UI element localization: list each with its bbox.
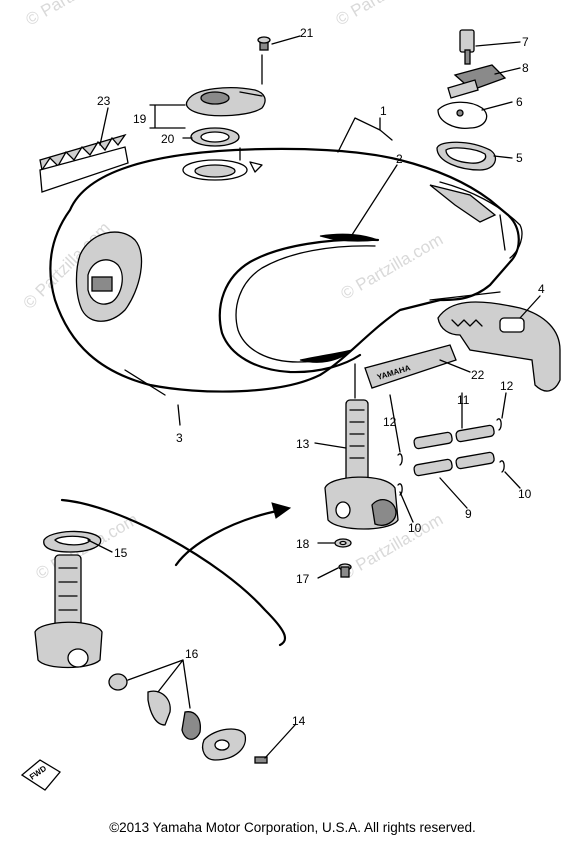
callout-19: 19 — [133, 112, 147, 126]
fuel-cock-main — [324, 399, 399, 530]
callout-6: 6 — [516, 95, 523, 109]
callout-14: 14 — [292, 714, 306, 728]
callout-8: 8 — [522, 61, 529, 75]
leader-lines — [87, 35, 541, 759]
callout-7: 7 — [522, 35, 529, 49]
callout-16: 16 — [185, 647, 199, 661]
callout-1: 1 — [380, 104, 387, 118]
callout-17: 17 — [296, 572, 310, 586]
watermark: © Partzilla.com — [23, 0, 132, 29]
callout-23: 23 — [97, 94, 111, 108]
fuel-tank — [49, 147, 523, 393]
callout-9: 9 — [465, 507, 472, 521]
filler-cap — [185, 87, 266, 117]
callout-10: 10 — [518, 487, 532, 501]
callout-numbers: 1 2 3 4 5 6 7 8 9 10 10 11 12 12 13 14 1… — [97, 26, 545, 728]
copyright-notice: ©2013 Yamaha Motor Corporation, U.S.A. A… — [109, 820, 476, 835]
side-emblem — [39, 133, 129, 193]
callout-3: 3 — [176, 431, 183, 445]
callout-4: 4 — [538, 282, 545, 296]
callout-11: 11 — [457, 393, 470, 407]
small-fasteners — [334, 538, 352, 578]
callout-21: 21 — [300, 26, 314, 40]
watermark: © Partzilla.com — [333, 0, 442, 29]
filter-tubes — [397, 418, 505, 496]
callout-18: 18 — [296, 537, 310, 551]
rear-mount-parts — [436, 29, 507, 171]
callout-13: 13 — [296, 437, 310, 451]
tank-badge: YAMAHA — [364, 344, 457, 389]
rear-cushion — [437, 301, 561, 392]
callout-2: 2 — [396, 152, 403, 166]
callout-20: 20 — [161, 132, 175, 146]
tank-inset — [34, 498, 292, 764]
callout-12: 12 — [500, 379, 514, 393]
callout-10: 10 — [408, 521, 422, 535]
callout-22: 22 — [471, 368, 485, 382]
cap-gasket — [190, 127, 240, 147]
fwd-tag: FWD — [20, 759, 61, 791]
callout-5: 5 — [516, 151, 523, 165]
cap-screw — [257, 36, 271, 51]
callout-15: 15 — [114, 546, 128, 560]
callout-12: 12 — [383, 415, 397, 429]
